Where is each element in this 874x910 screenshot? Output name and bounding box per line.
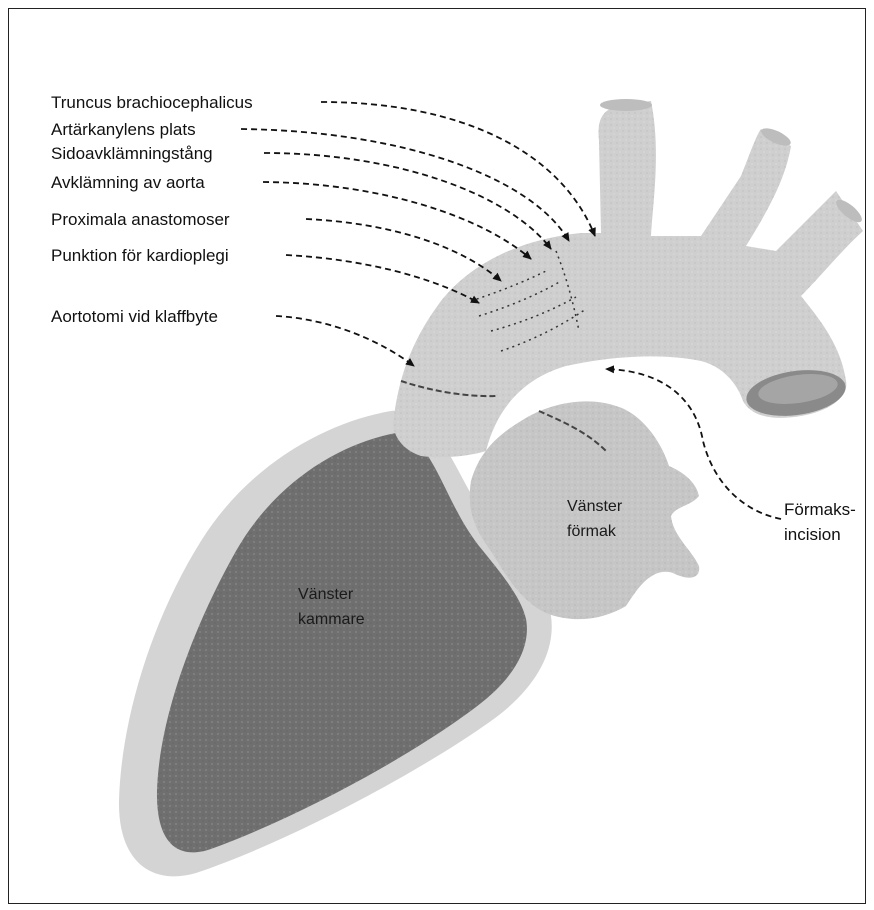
ventricle-label-line2: kammare xyxy=(298,611,365,628)
heart-diagram: Truncus brachiocephalicus Artärkanylens … xyxy=(9,9,866,904)
atrium-label-line1: Vänster xyxy=(567,498,623,515)
label-punktion: Punktion för kardioplegi xyxy=(51,246,229,265)
label-formaks-line2: incision xyxy=(784,525,841,544)
leader-truncus xyxy=(321,102,595,236)
label-proximala: Proximala anastomoser xyxy=(51,210,230,229)
label-aortotomi: Aortotomi vid klaffbyte xyxy=(51,307,218,326)
atrium-label-line2: förmak xyxy=(567,523,617,540)
ventricle-label-line1: Vänster xyxy=(298,586,354,603)
label-truncus: Truncus brachiocephalicus xyxy=(51,93,253,112)
label-sidoavklamning: Sidoavklämningstång xyxy=(51,144,213,163)
leader-arteriell-kanyl xyxy=(241,129,569,241)
diagram-frame: Truncus brachiocephalicus Artärkanylens … xyxy=(8,8,866,904)
label-arteriell-kanyl: Artärkanylens plats xyxy=(51,120,196,139)
label-avklamning: Avklämning av aorta xyxy=(51,173,205,192)
label-formaks-line1: Förmaks- xyxy=(784,500,856,519)
brachiocephalic-opening xyxy=(600,99,652,111)
leader-avklamning xyxy=(263,182,531,259)
leader-aortotomi xyxy=(276,316,414,366)
